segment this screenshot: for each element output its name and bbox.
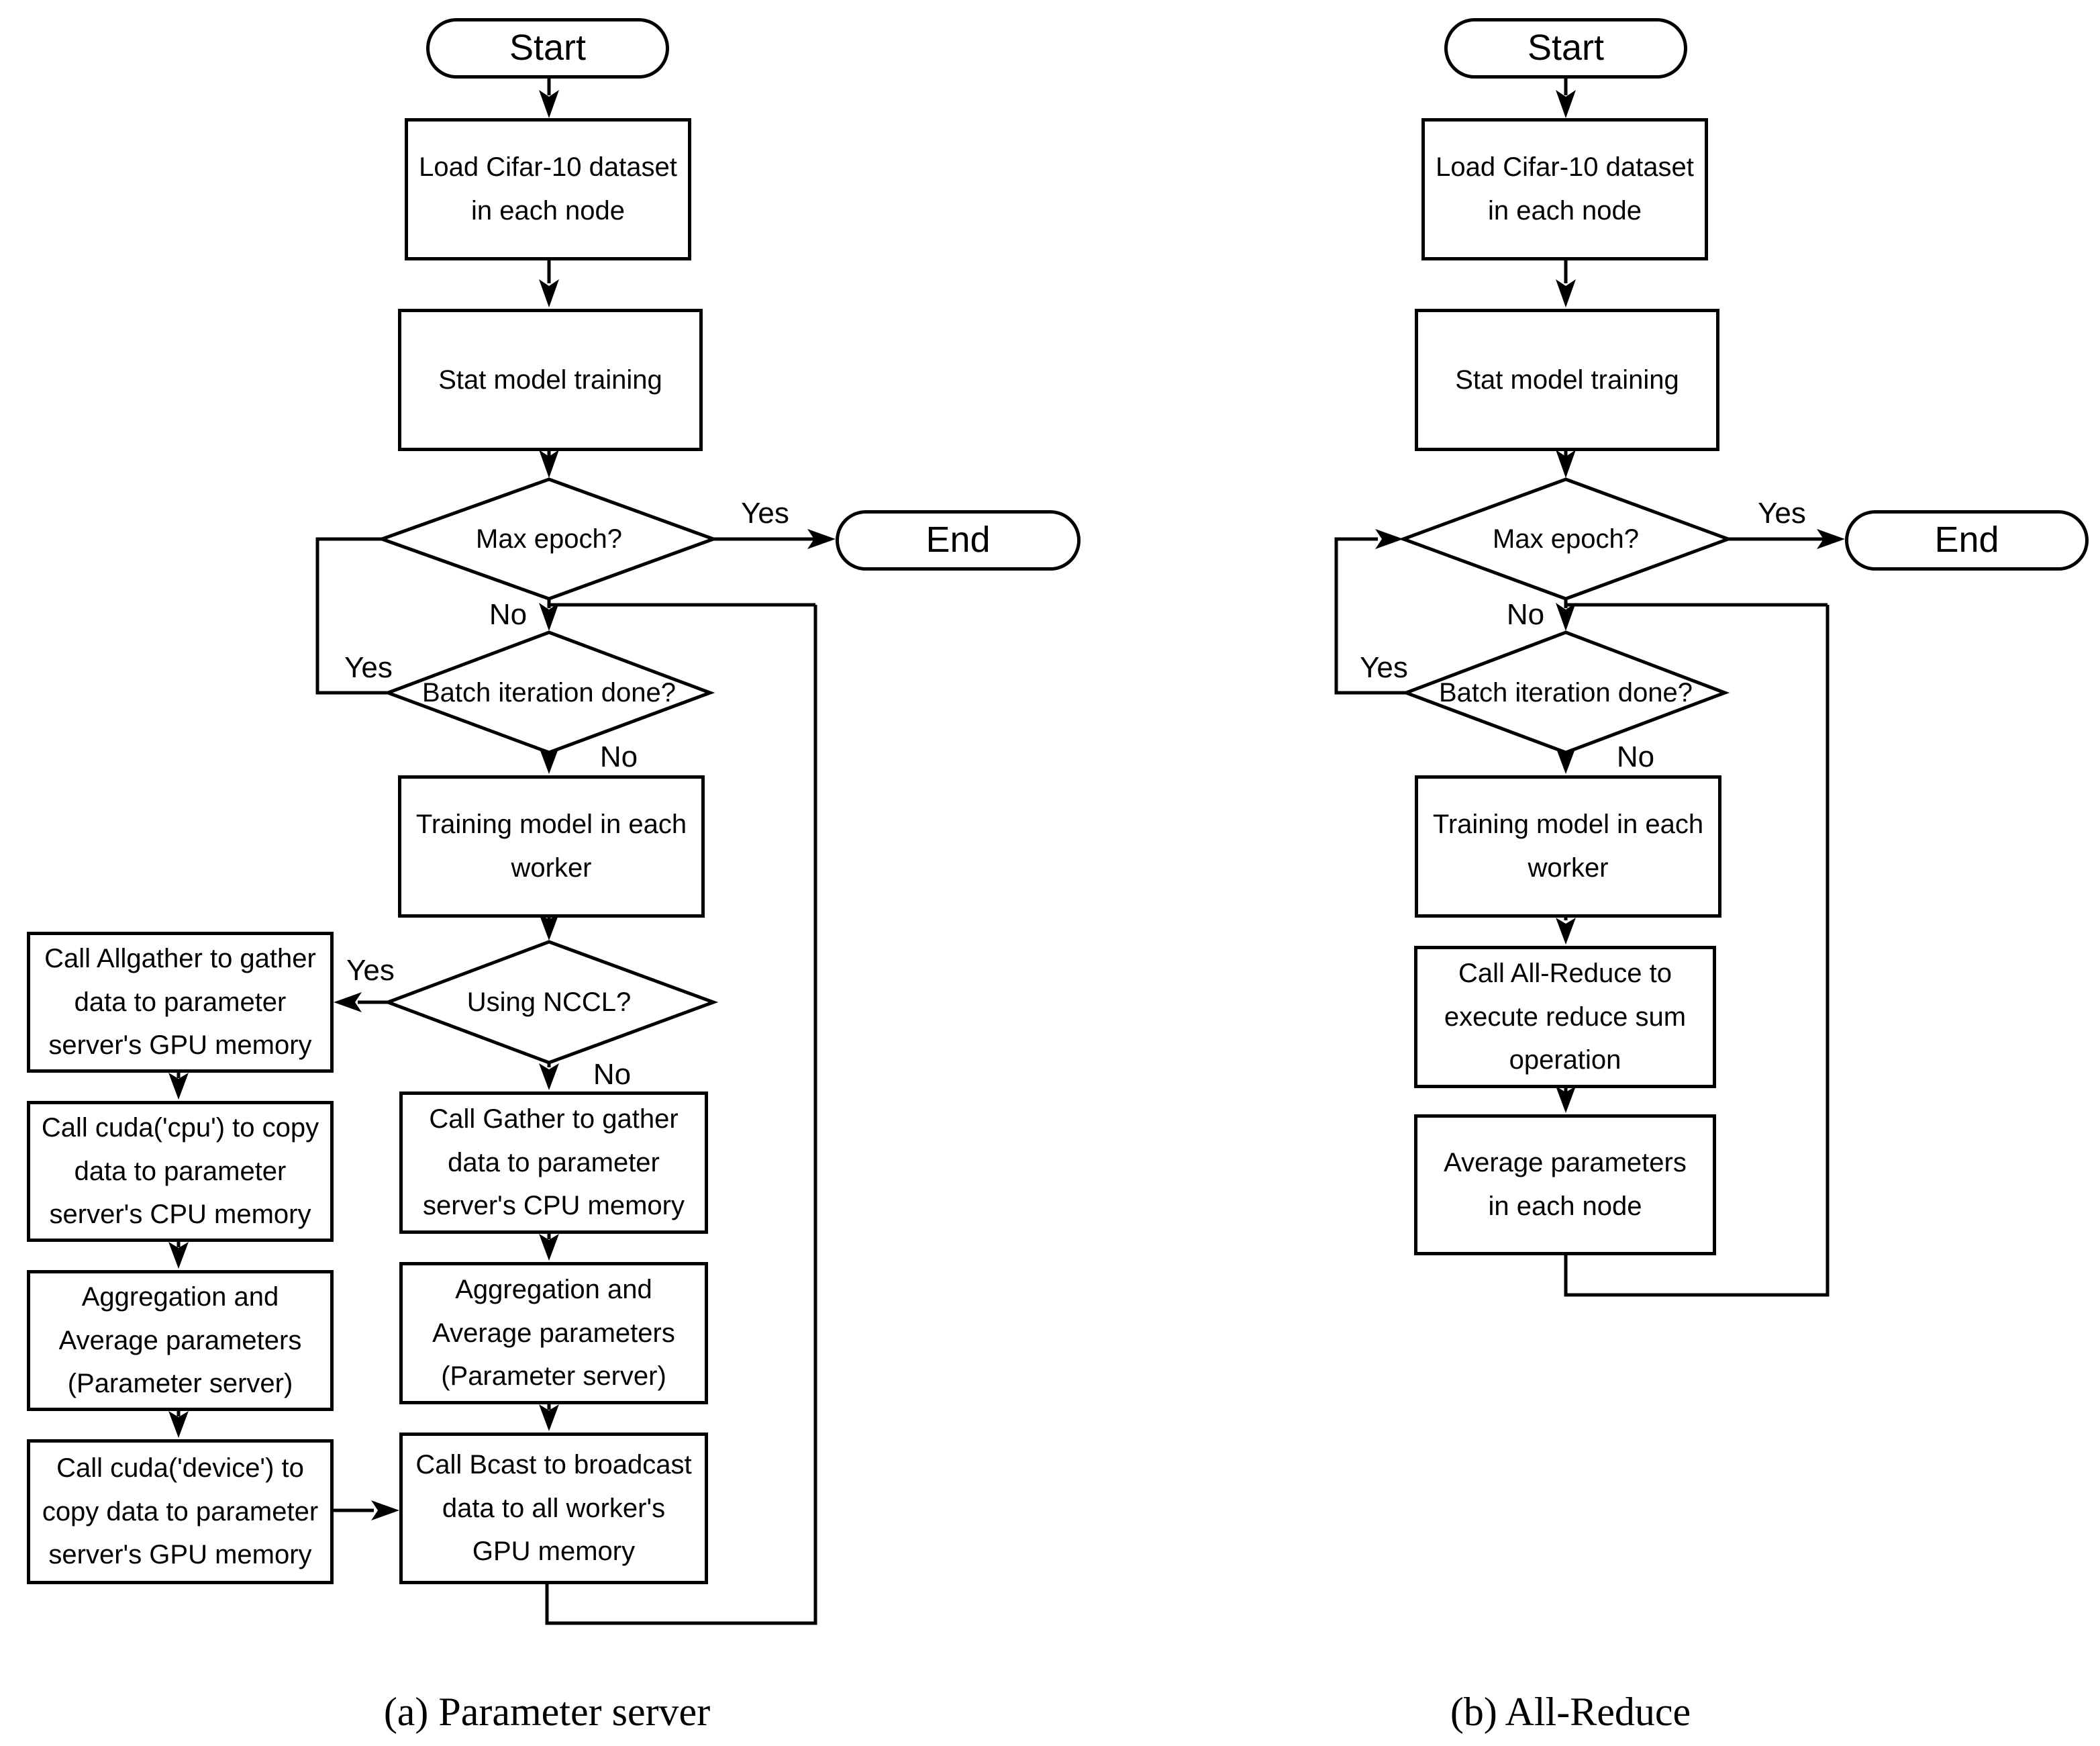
b-end-terminator: End <box>1845 510 2089 571</box>
b-arrowhead-yes-max <box>1375 529 1403 549</box>
a-caption: (a) Parameter server <box>383 1689 711 1734</box>
a-arrowhead-cudadevice-bcast <box>371 1500 399 1520</box>
b-arrowhead-batch-training <box>1556 747 1576 774</box>
b-loopback-line <box>1564 605 1830 1297</box>
a-stat-training-box: Stat model training <box>398 309 703 451</box>
a-gather-box: Call Gather to gather data to parameter … <box>399 1092 708 1234</box>
a-load-dataset-box: Load Cifar-10 dataset in each node <box>405 118 691 260</box>
b-max-epoch-label: Max epoch? <box>1493 524 1639 554</box>
a-arrowhead-no-batch <box>539 603 559 631</box>
b-no-batch-label: No <box>1616 740 1655 773</box>
a-arrowhead-agg-bcast <box>539 1404 559 1431</box>
b-arrowhead-no-batch <box>1556 603 1576 631</box>
a-arrowhead-stat-max <box>539 450 559 478</box>
a-arrowhead-load-stat <box>539 279 559 307</box>
a-start-terminator: Start <box>426 18 669 79</box>
b-yes-batch-label: Yes <box>1360 651 1408 684</box>
b-caption: (b) All-Reduce <box>1450 1689 1691 1734</box>
b-stat-training-box: Stat model training <box>1415 309 1719 451</box>
a-training-box: Training model in each worker <box>398 775 705 918</box>
a-cuda-device-box: Call cuda('device') to copy data to para… <box>27 1439 334 1584</box>
b-yes-end-label: Yes <box>1758 497 1806 530</box>
a-cuda-cpu-box: Call cuda('cpu') to copy data to paramet… <box>27 1101 334 1242</box>
b-average-box: Average parameters in each node <box>1414 1114 1716 1255</box>
b-arrowhead-yes-end <box>1817 529 1845 549</box>
a-no-nccl-label: No <box>593 1058 632 1091</box>
a-no-max-label: No <box>489 598 528 631</box>
b-connectors <box>1334 79 1845 1297</box>
b-arrowhead-load-stat <box>1556 279 1576 307</box>
b-training-box: Training model in each worker <box>1415 775 1721 918</box>
b-load-dataset-box: Load Cifar-10 dataset in each node <box>1421 118 1708 260</box>
a-aggregation-left-box: Aggregation and Average parameters (Para… <box>27 1270 334 1411</box>
a-arrowhead-nccl-yes <box>334 992 362 1012</box>
b-start-terminator: Start <box>1444 18 1687 79</box>
b-arrowhead-stat-max <box>1556 450 1576 478</box>
a-connectors <box>168 79 836 1625</box>
a-arrowhead-allgather-cudacpu <box>168 1073 189 1100</box>
b-arrowhead-allreduce-average <box>1556 1086 1576 1113</box>
a-max-epoch-label: Max epoch? <box>476 524 622 554</box>
a-loopback-line <box>545 605 817 1625</box>
b-arrowhead-start-load <box>1556 90 1576 118</box>
a-allgather-box: Call Allgather to gather data to paramet… <box>27 932 334 1073</box>
a-batch-done-diamond <box>383 630 715 755</box>
a-batch-yes-loop <box>315 537 388 695</box>
a-end-terminator: End <box>836 510 1081 571</box>
a-arrowhead-nccl-no <box>539 1063 559 1090</box>
a-aggregation-mid-box: Aggregation and Average parameters (Para… <box>399 1262 708 1404</box>
b-batch-done-label: Batch iteration done? <box>1438 677 1693 708</box>
a-yes-nccl-label: Yes <box>346 954 395 987</box>
b-allreduce-box: Call All-Reduce to execute reduce sum op… <box>1414 946 1716 1088</box>
a-arrowhead-gather-agg <box>539 1234 559 1261</box>
a-batch-done-label: Batch iteration done? <box>421 677 677 708</box>
b-batch-done-diamond <box>1401 630 1730 755</box>
a-no-batch-label: No <box>599 740 638 773</box>
a-using-nccl-label: Using NCCL? <box>466 987 632 1017</box>
a-arrowhead-batch-training <box>539 747 559 774</box>
b-batch-yes-loop <box>1334 537 1406 695</box>
a-arrowhead-yes-end <box>807 529 836 549</box>
a-arrowhead-start-load <box>539 90 559 118</box>
a-yes-end-label: Yes <box>741 497 789 530</box>
b-arrowhead-training-allreduce <box>1556 918 1576 944</box>
a-arrowhead-cudacpu-agg <box>168 1242 189 1269</box>
b-no-max-label: No <box>1506 598 1545 631</box>
a-arrowhead-training-nccl <box>539 914 559 940</box>
a-bcast-box: Call Bcast to broadcast data to all work… <box>399 1433 708 1584</box>
a-yes-batch-label: Yes <box>344 651 393 684</box>
a-arrowhead-agg-cudadevice <box>168 1411 189 1438</box>
